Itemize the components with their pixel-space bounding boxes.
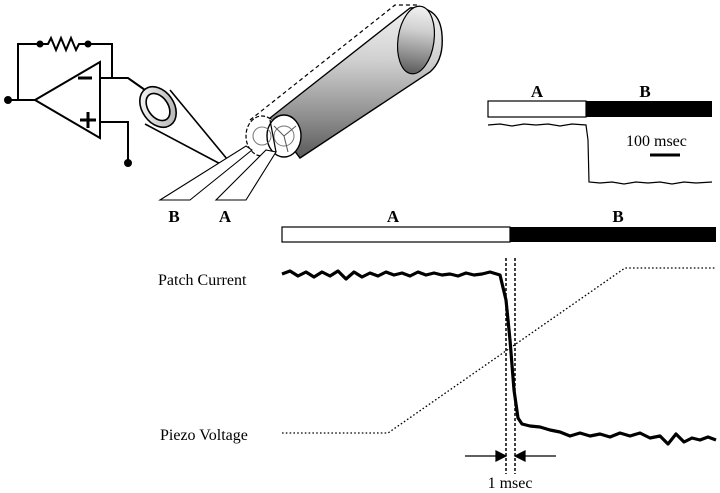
- time-scale-label: 1 msec: [488, 475, 533, 492]
- input-terminal: [4, 96, 12, 104]
- time-scale-arrows: [465, 450, 556, 462]
- main-bar-a: [281, 226, 511, 243]
- feedback-resistor: [40, 35, 88, 53]
- inset-panel: A B 100 msec: [487, 82, 713, 185]
- inset-current-trace: [487, 123, 713, 185]
- main-bar-b: [510, 227, 716, 242]
- theta-tube: [245, 4, 443, 159]
- stream-b-label: B: [168, 207, 179, 226]
- piezo-voltage-trace: [282, 267, 716, 434]
- main-bar-b-label: B: [612, 207, 623, 226]
- op-amp-symbol: [33, 60, 101, 140]
- stream-a-label: A: [219, 207, 232, 226]
- inset-scale-label: 100 msec: [626, 133, 687, 150]
- inset-bar-a: [487, 100, 587, 118]
- amplifier-circuit: [4, 35, 146, 167]
- patch-pipette: [139, 85, 233, 169]
- inset-bar-b: [586, 101, 712, 117]
- stream-b: [158, 145, 253, 201]
- main-panel: A B Patch Current Piezo Voltage 1 msec: [158, 207, 717, 492]
- main-bar-a-label: A: [387, 207, 400, 226]
- solution-streams: [158, 145, 277, 201]
- ground-terminal: [124, 159, 132, 167]
- inset-bar-b-label: B: [639, 82, 650, 101]
- op-amp-plus-sign: [80, 112, 96, 128]
- stream-a: [214, 149, 277, 201]
- inset-bar-a-label: A: [531, 82, 544, 101]
- patch-current-trace: [281, 269, 717, 446]
- patch-current-label: Patch Current: [158, 272, 247, 289]
- piezo-voltage-label: Piezo Voltage: [160, 427, 248, 444]
